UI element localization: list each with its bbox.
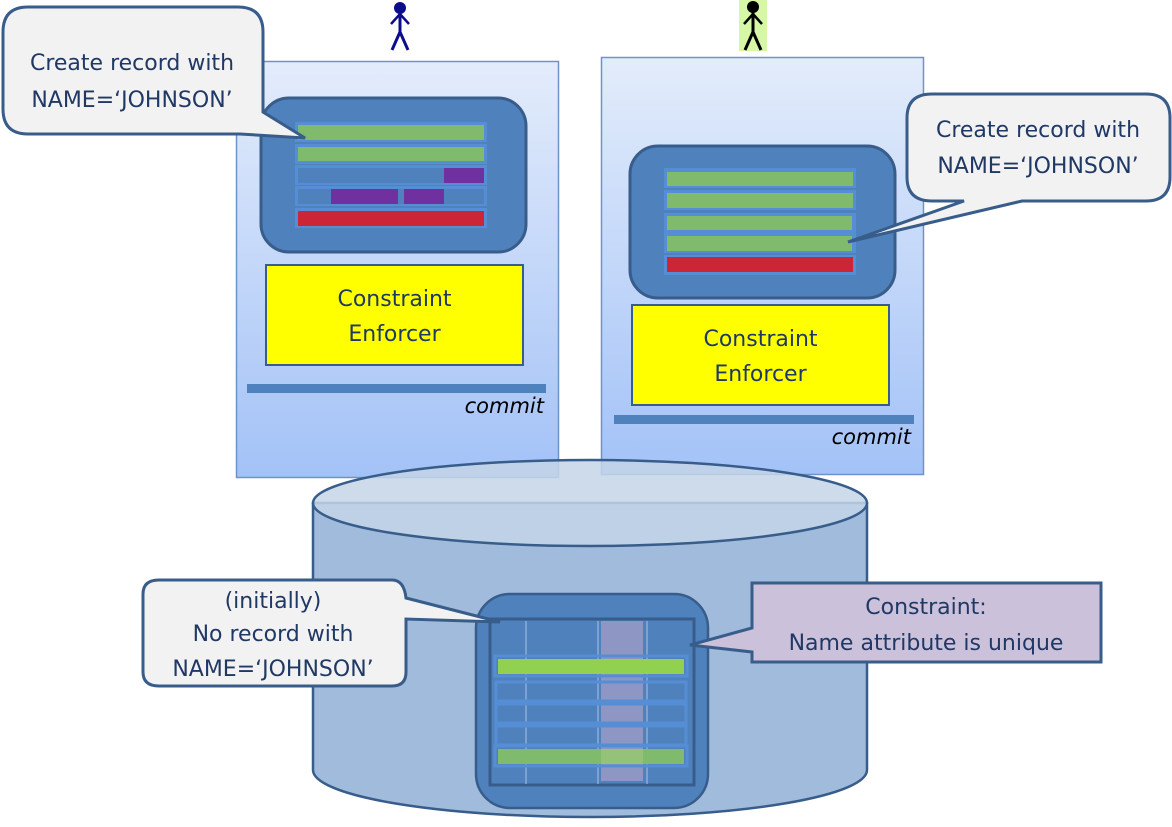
table-row-empty <box>494 680 688 703</box>
constraint-callout-line1: Constraint: <box>865 595 986 620</box>
table-row-bright-green <box>498 659 684 674</box>
database-table <box>474 592 710 810</box>
initial-state-callout: (initially) No record with NAME=‘JOHNSON… <box>141 578 501 688</box>
transaction-panel-1: Constraint Enforcer commit <box>235 60 560 479</box>
record-row-green <box>667 216 852 230</box>
initial-callout-line2: No record with <box>193 622 354 647</box>
enforcer-label-line2: Enforcer <box>714 362 807 387</box>
record-row-blue <box>298 168 484 183</box>
record-row-green <box>667 193 853 208</box>
table-row-green <box>498 749 684 764</box>
record-cell-purple <box>404 189 444 204</box>
record-cell-purple <box>331 189 398 204</box>
transaction-panel-2: Constraint Enforcer commit <box>600 56 925 476</box>
constraint-enforcer-box-1: Constraint Enforcer <box>265 264 524 366</box>
commit-bar-1 <box>247 384 546 393</box>
user-2-stick-figure-icon <box>739 0 767 51</box>
commit-label-2: commit <box>832 425 912 449</box>
record-box-1 <box>259 96 528 254</box>
request-callout-2: Create record with NAME=‘JOHNSON’ <box>847 92 1172 244</box>
record-row-green <box>667 236 852 251</box>
record-row-red <box>298 211 484 226</box>
constraint-enforcer-box-2: Constraint Enforcer <box>631 304 890 406</box>
initial-callout-line1: (initially) <box>225 589 322 614</box>
callout-2-line2: NAME=‘JOHNSON’ <box>937 154 1138 179</box>
callout-1-line2: NAME=‘JOHNSON’ <box>31 88 232 113</box>
constraint-callout-line2: Name attribute is unique <box>789 631 1064 656</box>
enforcer-label-line1: Constraint <box>337 287 451 312</box>
table-row-empty <box>494 702 688 725</box>
record-row-red <box>667 257 853 272</box>
record-box-2 <box>628 144 897 300</box>
enforcer-label-line1: Constraint <box>703 327 817 352</box>
record-row-green <box>298 125 484 140</box>
commit-bar-2 <box>614 415 914 424</box>
enforcer-label-line2: Enforcer <box>348 322 441 347</box>
user-1-stick-figure-icon <box>390 2 410 51</box>
callout-1-line1: Create record with <box>30 51 234 76</box>
commit-label-1: commit <box>465 394 545 418</box>
request-callout-1: Create record with NAME=‘JOHNSON’ <box>1 5 306 140</box>
callout-2-line1: Create record with <box>936 118 1140 143</box>
record-row-green <box>667 172 853 186</box>
record-cell-purple <box>444 168 484 183</box>
constraint-callout: Constraint: Name attribute is unique <box>689 581 1103 664</box>
record-row-green <box>298 147 484 161</box>
initial-callout-line3: NAME=‘JOHNSON’ <box>172 657 373 682</box>
